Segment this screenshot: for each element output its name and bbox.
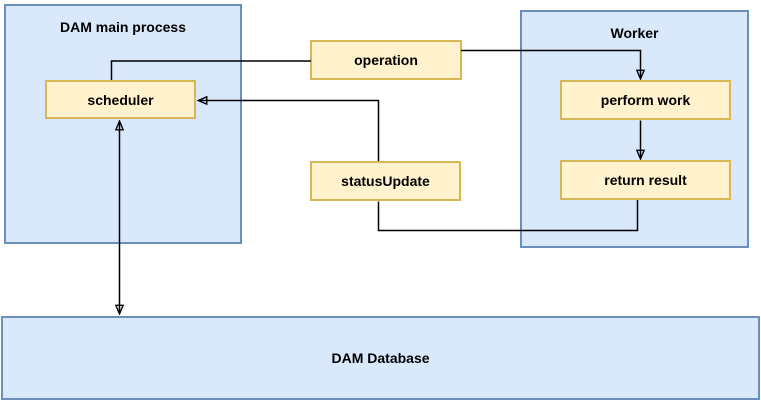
node-operation-label: operation: [354, 52, 418, 68]
node-status-update: statusUpdate: [310, 161, 461, 201]
container-worker-label: Worker: [610, 25, 659, 41]
node-perform-work-label: perform work: [600, 92, 691, 108]
node-perform-work: perform work: [560, 80, 731, 120]
container-dam-main-process-label: DAM main process: [59, 19, 187, 35]
container-dam-database-label: DAM Database: [331, 350, 430, 366]
container-dam-database: DAM Database: [1, 316, 760, 400]
node-scheduler-label: scheduler: [87, 91, 154, 108]
node-return-result: return result: [560, 160, 731, 200]
node-return-result-label: return result: [604, 172, 687, 188]
node-operation: operation: [310, 40, 462, 80]
container-worker: Worker: [520, 10, 749, 248]
node-status-update-label: statusUpdate: [341, 173, 430, 189]
container-dam-main-process: DAM main process: [4, 4, 242, 244]
node-scheduler: scheduler: [45, 80, 196, 119]
